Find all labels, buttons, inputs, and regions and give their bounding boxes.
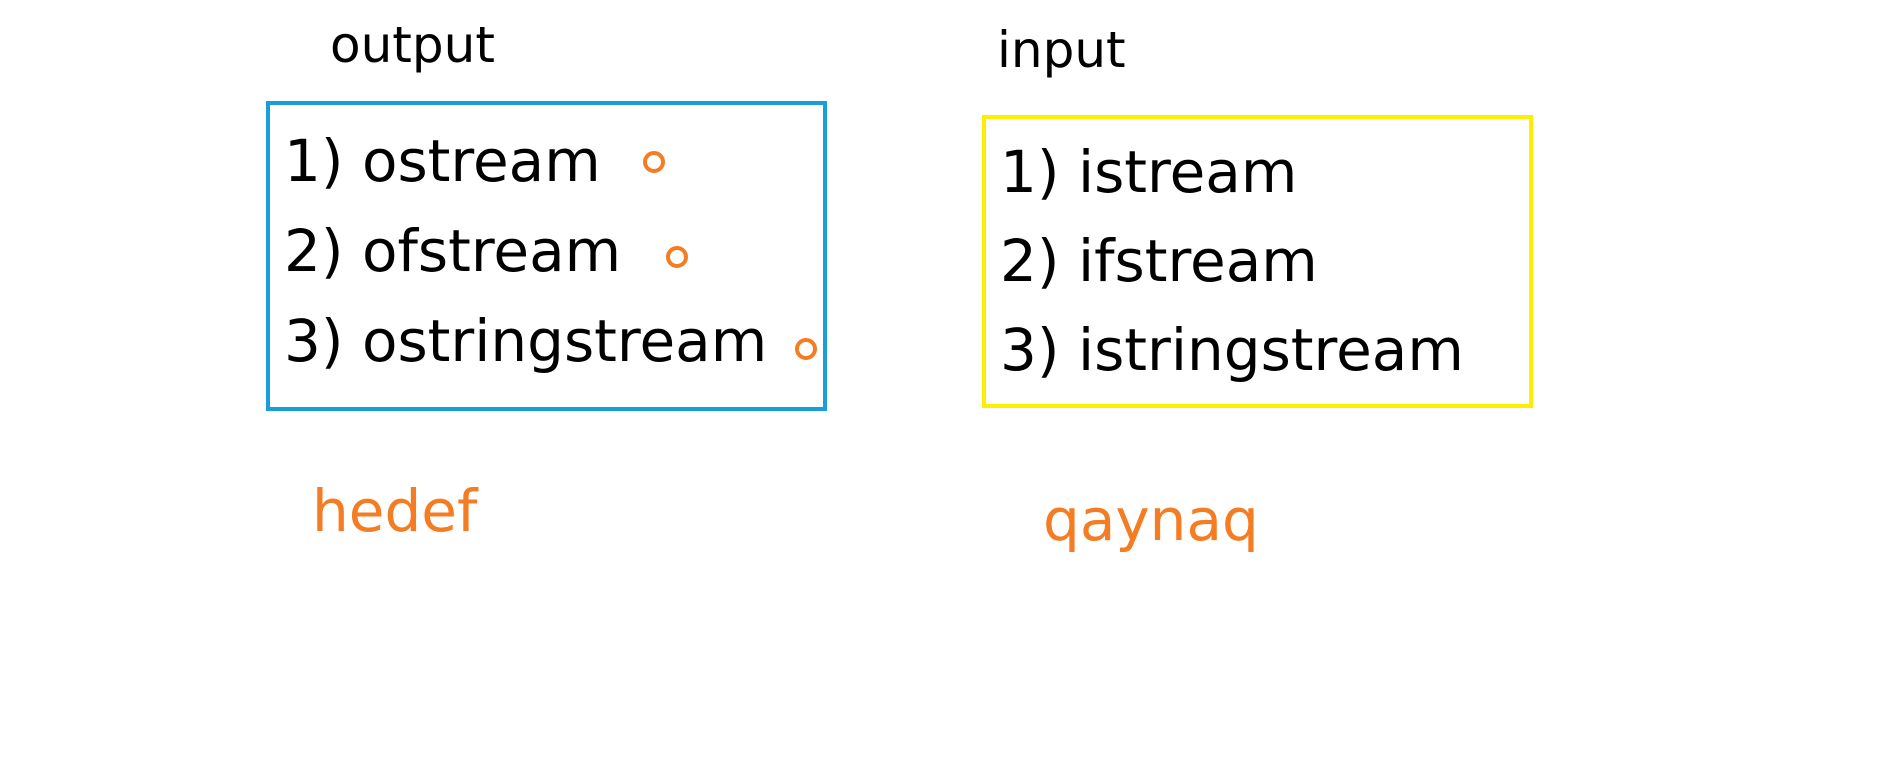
- output-marker-ostringstream: [795, 338, 817, 360]
- input-item-istringstream: 3) istringstream: [1000, 316, 1464, 384]
- output-caption: hedef: [312, 477, 478, 545]
- output-item-ofstream: 2) ofstream: [284, 217, 622, 285]
- input-heading: input: [997, 21, 1126, 79]
- input-item-ifstream: 2) ifstream: [1000, 227, 1318, 295]
- input-caption: qaynaq: [1043, 486, 1259, 554]
- output-marker-ostream: [643, 151, 665, 173]
- output-item-ostringstream: 3) ostringstream: [284, 307, 768, 375]
- output-item-ostream: 1) ostream: [284, 127, 601, 195]
- output-box: [266, 101, 827, 411]
- input-item-istream: 1) istream: [1000, 138, 1298, 206]
- input-box: [982, 115, 1533, 408]
- output-marker-ofstream: [666, 246, 688, 268]
- output-heading: output: [330, 16, 495, 74]
